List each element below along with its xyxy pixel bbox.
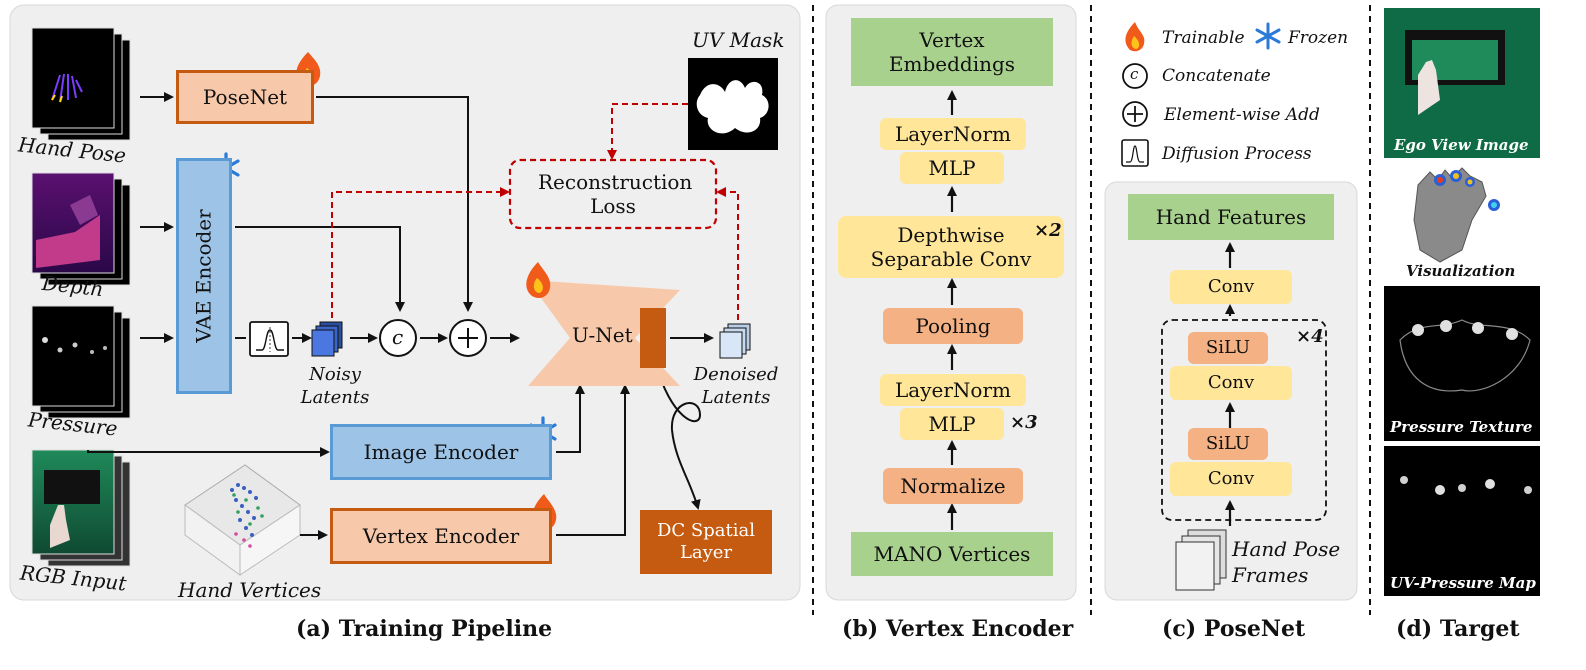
vertex-encoder-block: Vertex Encoder (330, 508, 552, 564)
legend-frozen: Frozen (1288, 28, 1349, 48)
hand-pose-stack (31, 27, 131, 141)
legend-concatenate: Concatenate (1162, 66, 1271, 86)
posenet-loop-box (1161, 319, 1327, 521)
image-encoder-block: Image Encoder (330, 424, 552, 480)
noisy-latents-label: Noisy Latents (300, 364, 370, 408)
pooling-block: Pooling (883, 308, 1023, 344)
visualization-label: Visualization (1406, 262, 1516, 280)
unet-dc-bar (640, 308, 666, 368)
panel-d-caption: (d) Target (1396, 616, 1520, 642)
ego-view-image (1384, 8, 1540, 158)
legend-diffusion-process: Diffusion Process (1162, 144, 1312, 164)
uv-pressure-label: UV-Pressure Map (1390, 574, 1536, 592)
panel-c-caption: (c) PoseNet (1162, 616, 1306, 642)
reconstruction-loss-label: Reconstruction Loss (538, 170, 693, 218)
panel-b-caption: (b) Vertex Encoder (842, 616, 1074, 642)
dc-spatial-label: DC Spatial Layer (657, 520, 755, 563)
legend-snowflake-icon (1255, 22, 1281, 50)
times2-label: ×2 (1034, 220, 1062, 241)
panel-a-caption: (a) Training Pipeline (296, 616, 553, 642)
ego-view-label: Ego View Image (1394, 136, 1529, 154)
dc-spatial-block: DC Spatial Layer (640, 510, 772, 574)
vertex-embeddings-block: Vertex Embeddings (851, 18, 1053, 86)
layernorm-block-top: LayerNorm (880, 118, 1026, 150)
unet-label: U-Net (572, 323, 633, 347)
posenet-block: PoseNet (176, 70, 314, 124)
pressure-stack (31, 305, 131, 419)
visualization-image (1413, 167, 1500, 263)
hand-pose-frames-icon (1175, 529, 1227, 591)
pressure-texture-label: Pressure Texture (1390, 418, 1533, 436)
hand-vertices-label: Hand Vertices (178, 578, 322, 602)
depthwise-block: Depthwise Separable Conv (838, 216, 1064, 278)
connectors (87, 92, 714, 540)
conv-block-top: Conv (1170, 270, 1292, 304)
legend-add-icon (1122, 101, 1148, 127)
denoised-latents-icon (719, 323, 751, 359)
mlp-block-bottom: MLP (900, 408, 1004, 440)
times3-label: ×3 (1010, 412, 1038, 433)
legend-trainable: Trainable (1162, 28, 1245, 48)
uv-pressure-image (1384, 446, 1540, 596)
concat-label: c (392, 325, 404, 349)
conv-block-bottom: Conv (1170, 462, 1292, 496)
layernorm-block-bottom: LayerNorm (880, 374, 1026, 406)
hand-features-block: Hand Features (1128, 194, 1334, 240)
silu-block-bottom: SiLU (1188, 428, 1268, 460)
times4-label: ×4 (1296, 326, 1324, 347)
mano-vertices-block: MANO Vertices (851, 532, 1053, 576)
normalize-block: Normalize (883, 468, 1023, 504)
silu-block-top: SiLU (1188, 332, 1268, 364)
mlp-block-top: MLP (900, 152, 1004, 184)
uv-mask-label: UV Mask (692, 28, 785, 52)
uv-mask-shape (696, 80, 769, 134)
hand-vertices-image (184, 464, 301, 576)
conv-block-mid: Conv (1170, 366, 1292, 400)
legend-diffusion-icon (1121, 139, 1149, 167)
loss-connectors (331, 103, 739, 320)
add-symbol (458, 328, 478, 348)
rgb-stack (31, 449, 131, 567)
denoised-latents-label: Denoised Latents (693, 364, 779, 408)
legend-element-wise-add: Element-wise Add (1164, 105, 1320, 125)
vae-encoder-block: VAE Encoder (176, 158, 232, 394)
pressure-texture-image (1384, 286, 1540, 441)
legend-fire-icon (1125, 22, 1145, 52)
noisy-latents-icon (311, 321, 343, 357)
depth-stack (31, 172, 131, 286)
unet-fire-icon (526, 262, 551, 299)
legend-concat-symbol: c (1130, 65, 1139, 83)
hand-pose-frames-label: Hand Pose Frames (1232, 537, 1341, 587)
concat-node (379, 319, 417, 357)
legend-concat-icon (1122, 63, 1148, 89)
diffusion-icon-a (249, 321, 289, 357)
vae-encoder-label: VAE Encoder (192, 209, 217, 343)
